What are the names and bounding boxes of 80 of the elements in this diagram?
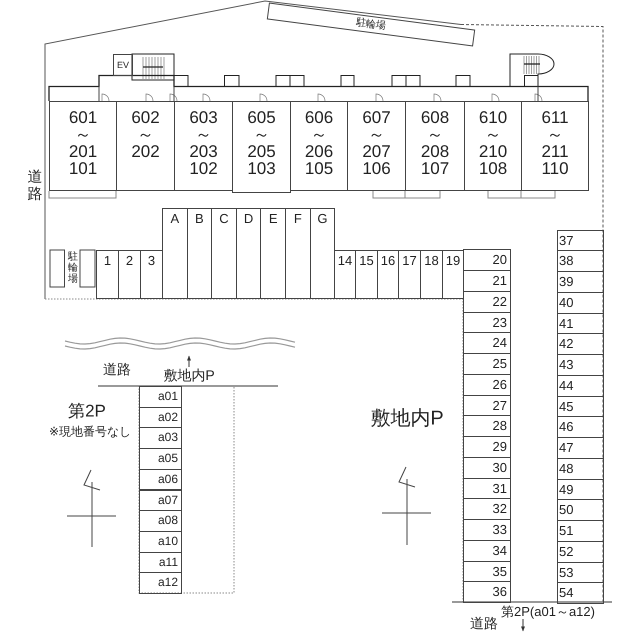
parking-space: 40 (557, 292, 604, 314)
area-label: 第2P(a01～a12) (501, 603, 595, 621)
parking-space: 15 (355, 250, 378, 299)
parking-space: a03 (139, 427, 182, 450)
parking-space: A (162, 208, 188, 299)
parking-space: 3 (140, 250, 163, 299)
apartment-unit: 605 ～ 205 103 (232, 101, 291, 193)
parking-space: 38 (557, 250, 604, 272)
parking-space: 20 (463, 249, 511, 272)
parking-space: B (186, 208, 212, 299)
note-text: ※現地番号なし (48, 424, 132, 440)
parking-space: a02 (139, 406, 182, 428)
parking-space: 27 (463, 394, 511, 416)
parking-space: 45 (557, 396, 604, 418)
area-label: 敷地内P (163, 367, 215, 385)
parking-space: a08 (139, 510, 182, 532)
parking-space: 29 (463, 436, 511, 458)
parking-space: C (211, 208, 237, 299)
area-label: 第2P (68, 400, 106, 422)
parking-space: E (260, 208, 286, 299)
apartment-unit: 601 ～ 201 101 (49, 101, 117, 191)
road-label: 道路 (103, 361, 131, 379)
parking-space: 31 (463, 478, 511, 500)
parking-space: 25 (463, 353, 511, 375)
parking-space: 24 (463, 332, 511, 354)
parking-space: 34 (463, 540, 511, 562)
parking-space: 22 (463, 290, 511, 313)
bicycle-parking-area: 駐輪場 (266, 2, 476, 46)
elevator-box: EV (113, 54, 133, 76)
parking-space: a01 (139, 386, 182, 408)
parking-space: F (285, 208, 311, 299)
apartment-unit: 611 ～ 211 110 (521, 101, 589, 191)
parking-space: 23 (463, 312, 511, 334)
apartment-unit: 603 ～ 203 102 (174, 101, 233, 191)
parking-space: 33 (463, 519, 511, 541)
apartment-unit: 602 ～ 202 (116, 101, 175, 191)
parking-space: 14 (334, 250, 356, 299)
parking-space: a12 (139, 572, 182, 594)
parking-space: 16 (377, 250, 399, 299)
parking-space: a10 (139, 530, 182, 553)
apartment-unit: 606 ～ 206 105 (290, 101, 348, 191)
parking-space: 28 (463, 415, 511, 438)
parking-space: 46 (557, 416, 604, 438)
parking-space: a05 (139, 448, 182, 470)
apartment-unit: 607 ～ 207 106 (347, 101, 406, 191)
parking-space: 49 (557, 478, 604, 500)
parking-space: 1 (96, 250, 119, 299)
parking-space: 50 (557, 499, 604, 521)
parking-space: 18 (420, 250, 443, 299)
parking-space: 51 (557, 520, 604, 542)
parking-space: 19 (442, 250, 464, 299)
parking-space: G (310, 208, 336, 299)
parking-space: 54 (557, 582, 604, 604)
parking-space: 17 (398, 250, 421, 299)
parking-space: a06 (139, 468, 182, 490)
parking-space: 30 (463, 456, 511, 479)
parking-space: 44 (557, 374, 604, 396)
apartment-unit: 608 ～ 208 107 (405, 101, 465, 191)
parking-space: 52 (557, 540, 604, 562)
parking-space: 36 (463, 581, 511, 604)
parking-space: 35 (463, 560, 511, 582)
parking-space: 37 (557, 230, 604, 252)
parking-space: 26 (463, 374, 511, 396)
apartment-unit: 610 ～ 210 108 (464, 101, 522, 191)
parking-space: a11 (139, 552, 182, 574)
parking-space: 47 (557, 437, 604, 459)
parking-space: 48 (557, 458, 604, 480)
parking-space: 39 (557, 271, 604, 293)
area-label: 敷地内P (370, 406, 444, 432)
parking-space: a07 (139, 490, 182, 512)
bicycle-parking-label: 駐輪場 (68, 252, 78, 284)
road-label: 道路 (470, 615, 498, 633)
road-label: 道路 (28, 170, 42, 202)
parking-space: 42 (557, 333, 604, 355)
parking-space: D (236, 208, 262, 299)
parking-space: 2 (118, 250, 141, 299)
parking-space: 53 (557, 562, 604, 584)
parking-space: 32 (463, 498, 511, 520)
parking-space: 41 (557, 312, 604, 334)
parking-space: 43 (557, 354, 604, 376)
